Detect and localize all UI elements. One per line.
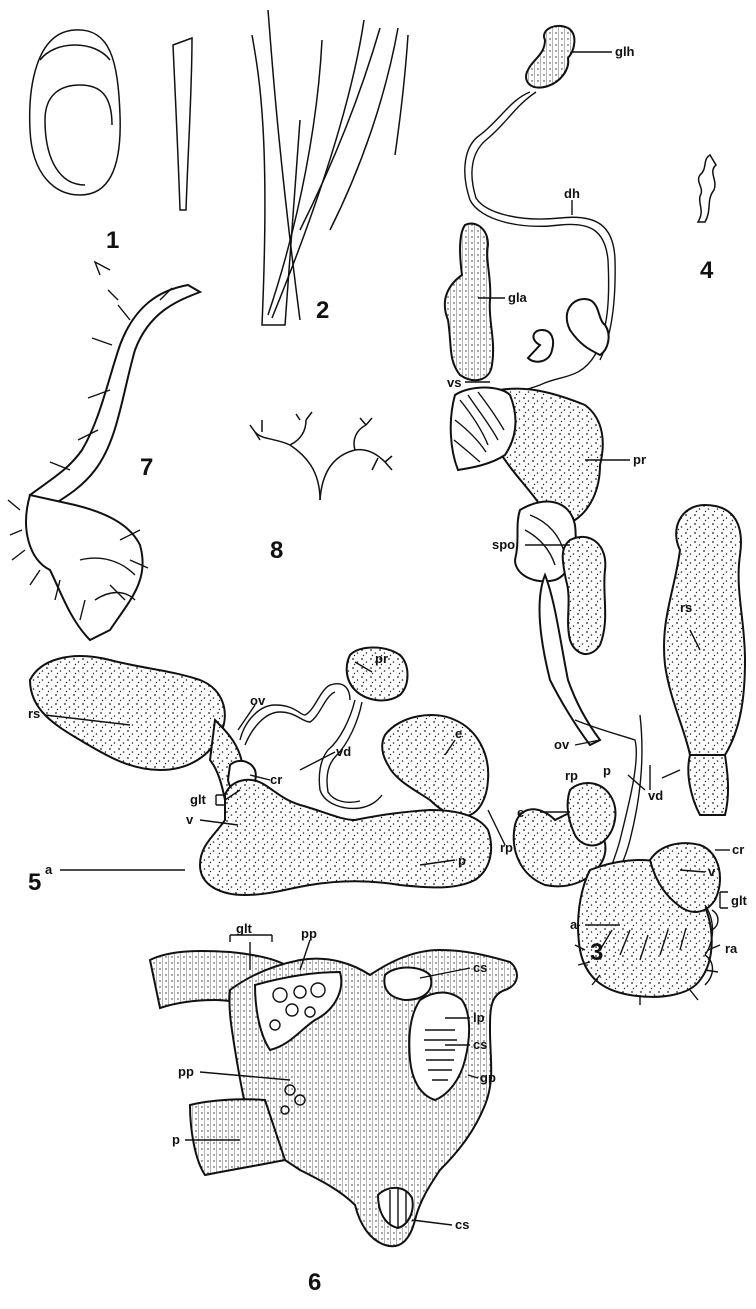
fig3-label-glt: glt — [731, 893, 748, 908]
fig3-label-ra: ra — [725, 941, 738, 956]
figure-7-spiny-appendage — [8, 262, 200, 640]
figure-2-number: 2 — [316, 297, 329, 324]
fig3-label-dh: dh — [564, 186, 580, 201]
figure-4-number: 4 — [700, 257, 714, 284]
figure-6-number: 6 — [308, 1269, 321, 1296]
fig5-label-a: a — [45, 862, 53, 877]
fig5-label-cr: cr — [270, 772, 282, 787]
fig6-label-gp: gp — [480, 1070, 496, 1085]
figure-8-number: 8 — [270, 537, 283, 564]
fig3-label-rs: rs — [680, 600, 692, 615]
fig3-label-rp: rp — [565, 768, 578, 783]
figure-8-branched-structure — [250, 412, 392, 500]
fig6-label-cs-mid: cs — [473, 1037, 487, 1052]
fig6-label-pp-left: pp — [178, 1064, 194, 1079]
fig5-label-p: p — [458, 853, 466, 868]
fig6-label-p: p — [172, 1132, 180, 1147]
fig3-label-p: p — [603, 763, 611, 778]
fig5-label-ov: ov — [250, 693, 266, 708]
fig3-label-v: v — [708, 864, 716, 879]
fig6-label-cs-top: cs — [473, 960, 487, 975]
fig5-label-glt: glt — [190, 792, 207, 807]
fig3-label-spo: spo — [492, 537, 515, 552]
figure-4-small-structure — [698, 155, 716, 222]
fig5-label-rs: rs — [28, 706, 40, 721]
fig5-label-vd: vd — [336, 744, 351, 759]
figure-1-number: 1 — [106, 227, 119, 254]
fig3-label-vs: vs — [447, 375, 461, 390]
fig6-label-cs-bottom: cs — [455, 1217, 469, 1232]
figure-5-reproductive-system — [30, 648, 505, 896]
fig6-label-pp-top: pp — [301, 926, 317, 941]
fig3-label-a: a — [570, 917, 578, 932]
fig3-label-vd: vd — [648, 788, 663, 803]
fig6-label-lp: lp — [473, 1010, 485, 1025]
fig3-label-gla: gla — [508, 290, 528, 305]
fig6-label-glt: glt — [236, 921, 253, 936]
figure-2-branching-structure — [252, 10, 408, 325]
fig5-label-e: e — [455, 726, 462, 741]
figure-1-shell — [30, 30, 192, 210]
fig5-label-rp: rp — [500, 840, 513, 855]
fig3-label-pr: pr — [633, 452, 646, 467]
figure-3-number: 3 — [590, 939, 603, 966]
figure-5-number: 5 — [28, 869, 41, 896]
fig5-label-pr: pr — [375, 651, 388, 666]
fig3-label-ov: ov — [554, 737, 570, 752]
fig3-label-glh: glh — [615, 44, 635, 59]
fig3-label-cr: cr — [732, 842, 744, 857]
figure-6-section — [150, 950, 517, 1246]
fig5-label-v: v — [186, 812, 194, 827]
figure-7-number: 7 — [140, 454, 153, 481]
fig3-label-e: e — [517, 805, 524, 820]
